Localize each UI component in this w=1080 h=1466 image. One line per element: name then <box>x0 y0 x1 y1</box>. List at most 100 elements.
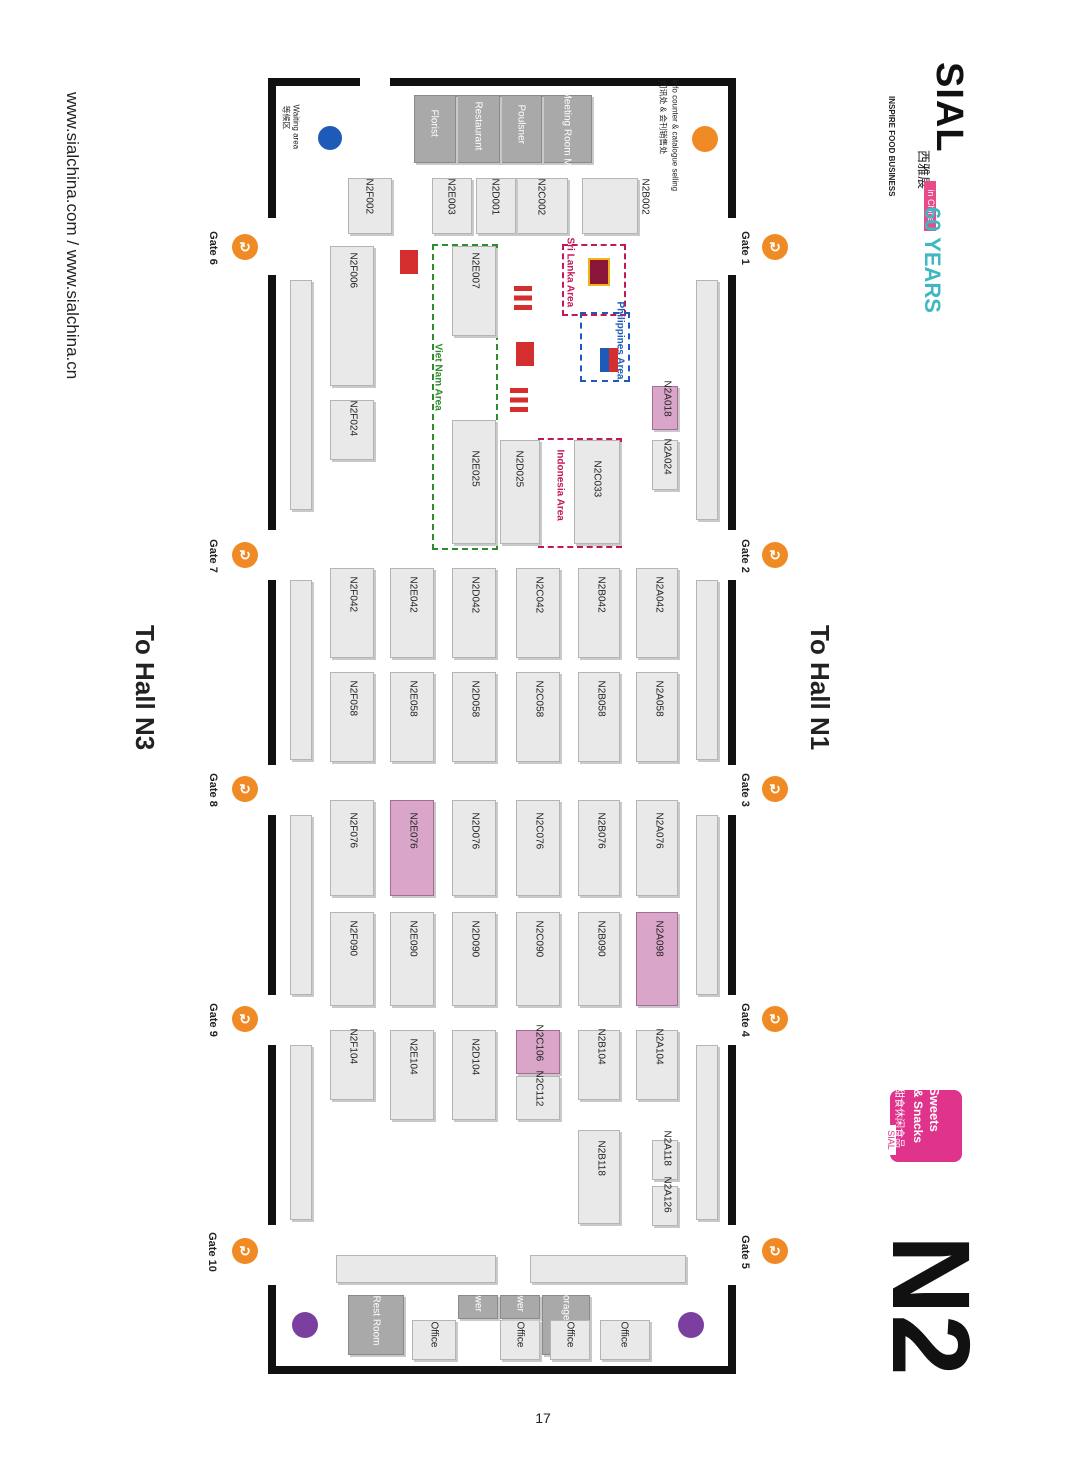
booth-n2b058[interactable] <box>578 672 620 762</box>
booth-row-a-small-4[interactable] <box>696 1045 718 1220</box>
booth-n2d076[interactable] <box>452 800 496 896</box>
booth-n2b118[interactable] <box>578 1130 620 1224</box>
meeting-room-label: Meeting Room M41 <box>561 90 573 178</box>
booth-n2f104-label: N2F104 <box>347 1028 359 1065</box>
booth-n2f024[interactable] <box>330 400 374 460</box>
booth-n2a126[interactable] <box>652 1186 678 1226</box>
booth-n2b002[interactable] <box>582 178 638 234</box>
meeting-room[interactable] <box>542 95 592 163</box>
office-1[interactable] <box>600 1320 650 1360</box>
booth-n2e042[interactable] <box>390 568 434 658</box>
booth-n2a018-label: N2A018 <box>661 380 673 417</box>
booth-n2b042[interactable] <box>578 568 620 658</box>
booth-n2b090[interactable] <box>578 912 620 1006</box>
booth-n2f058-label: N2F058 <box>347 680 359 717</box>
booth-n2d104-label: N2D104 <box>469 1038 481 1076</box>
booth-row-a-small-1[interactable] <box>696 280 718 520</box>
booth-n2c106[interactable] <box>516 1030 560 1074</box>
office-2-label: Office <box>564 1321 576 1348</box>
office-3[interactable] <box>500 1320 540 1360</box>
booth-n2d042[interactable] <box>452 568 496 658</box>
toilet-icon-left[interactable] <box>292 1312 318 1338</box>
gate-1-icon[interactable]: ↻ <box>762 234 788 260</box>
toilet-icon-right[interactable] <box>678 1312 704 1338</box>
gate-10-icon[interactable]: ↻ <box>232 1238 258 1264</box>
power-room-1[interactable] <box>500 1295 540 1319</box>
booth-n2f058[interactable] <box>330 672 374 762</box>
booth-n2f090[interactable] <box>330 912 374 1006</box>
restaurant-room[interactable] <box>456 95 500 163</box>
vietnam-flag-icon-2 <box>400 250 418 274</box>
booth-n2c042[interactable] <box>516 568 560 658</box>
booth-n2a042[interactable] <box>636 568 678 658</box>
booth-n2a118[interactable] <box>652 1140 678 1180</box>
gate-9-label: Gate 9 <box>206 1003 219 1037</box>
gate-5-icon[interactable]: ↻ <box>762 1238 788 1264</box>
booth-n2c090[interactable] <box>516 912 560 1006</box>
booth-n2b076[interactable] <box>578 800 620 896</box>
booth-n2e090[interactable] <box>390 912 434 1006</box>
booth-n2a076[interactable] <box>636 800 678 896</box>
vietnam-flag-icon-3 <box>516 342 534 366</box>
gate-7-icon[interactable]: ↻ <box>232 542 258 568</box>
booth-n2b104[interactable] <box>578 1030 620 1100</box>
florist-room[interactable] <box>414 95 456 163</box>
philippines-area <box>580 312 630 382</box>
booth-row-a-small-2[interactable] <box>696 580 718 760</box>
booth-n2b076-label: N2B076 <box>595 812 607 849</box>
office-2[interactable] <box>550 1320 590 1360</box>
to-hall-n1: To Hall N1 <box>805 625 835 751</box>
booth-n2d001[interactable] <box>476 178 516 234</box>
booth-row-g-2[interactable] <box>290 580 312 760</box>
booth-n2e025[interactable] <box>452 420 496 544</box>
gate-8-icon[interactable]: ↻ <box>232 776 258 802</box>
booth-row-a-small-3[interactable] <box>696 815 718 995</box>
gate-2-icon[interactable]: ↻ <box>762 542 788 568</box>
booth-bottom-strip-1[interactable] <box>530 1255 686 1283</box>
booth-n2c002[interactable] <box>516 178 568 234</box>
booth-n2a098[interactable] <box>636 912 678 1006</box>
gate-9-icon[interactable]: ↻ <box>232 1006 258 1032</box>
booth-n2b090-label: N2B090 <box>595 920 607 957</box>
wall-right-2 <box>728 275 736 530</box>
rest-room[interactable] <box>348 1295 404 1355</box>
booth-n2d058[interactable] <box>452 672 496 762</box>
gate-6-icon[interactable]: ↻ <box>232 234 258 260</box>
booth-n2f076[interactable] <box>330 800 374 896</box>
booth-n2a058[interactable] <box>636 672 678 762</box>
gate-3-icon[interactable]: ↻ <box>762 776 788 802</box>
booth-n2f006[interactable] <box>330 246 374 386</box>
power-room-2[interactable] <box>458 1295 498 1319</box>
waiting-area-icon[interactable] <box>318 126 342 150</box>
booth-row-g-4[interactable] <box>290 1045 312 1220</box>
poulsner-room[interactable] <box>500 95 542 163</box>
gate-4-icon[interactable]: ↻ <box>762 1006 788 1032</box>
booth-n2f042[interactable] <box>330 568 374 658</box>
booth-n2f002[interactable] <box>348 178 392 234</box>
office-4[interactable] <box>412 1320 456 1360</box>
booth-n2e104[interactable] <box>390 1030 434 1120</box>
booth-row-g-3[interactable] <box>290 815 312 995</box>
booth-n2f104[interactable] <box>330 1030 374 1100</box>
booth-n2d025[interactable] <box>500 440 540 544</box>
booth-n2a024[interactable] <box>652 440 678 490</box>
booth-n2d076-label: N2D076 <box>469 812 481 850</box>
booth-n2e058[interactable] <box>390 672 434 762</box>
booth-bottom-strip-2[interactable] <box>336 1255 496 1283</box>
booth-n2d090-label: N2D090 <box>469 920 481 958</box>
booth-n2e007[interactable] <box>452 246 496 336</box>
booth-n2c076[interactable] <box>516 800 560 896</box>
booth-row-g-1[interactable] <box>290 280 312 510</box>
booth-n2d090[interactable] <box>452 912 496 1006</box>
gate-10-label: Gate 10 <box>205 1232 218 1272</box>
booth-n2e076[interactable] <box>390 800 434 896</box>
booth-n2d104[interactable] <box>452 1030 496 1120</box>
booth-n2c033[interactable] <box>574 440 620 544</box>
booth-n2c058[interactable] <box>516 672 560 762</box>
booth-n2a018[interactable] <box>652 386 678 430</box>
booth-n2a104[interactable] <box>636 1030 678 1100</box>
booth-n2e003[interactable] <box>432 178 472 234</box>
booth-n2c112[interactable] <box>516 1076 560 1120</box>
info-counter-icon[interactable] <box>692 126 718 152</box>
booth-n2e003-label: N2E003 <box>445 178 457 215</box>
